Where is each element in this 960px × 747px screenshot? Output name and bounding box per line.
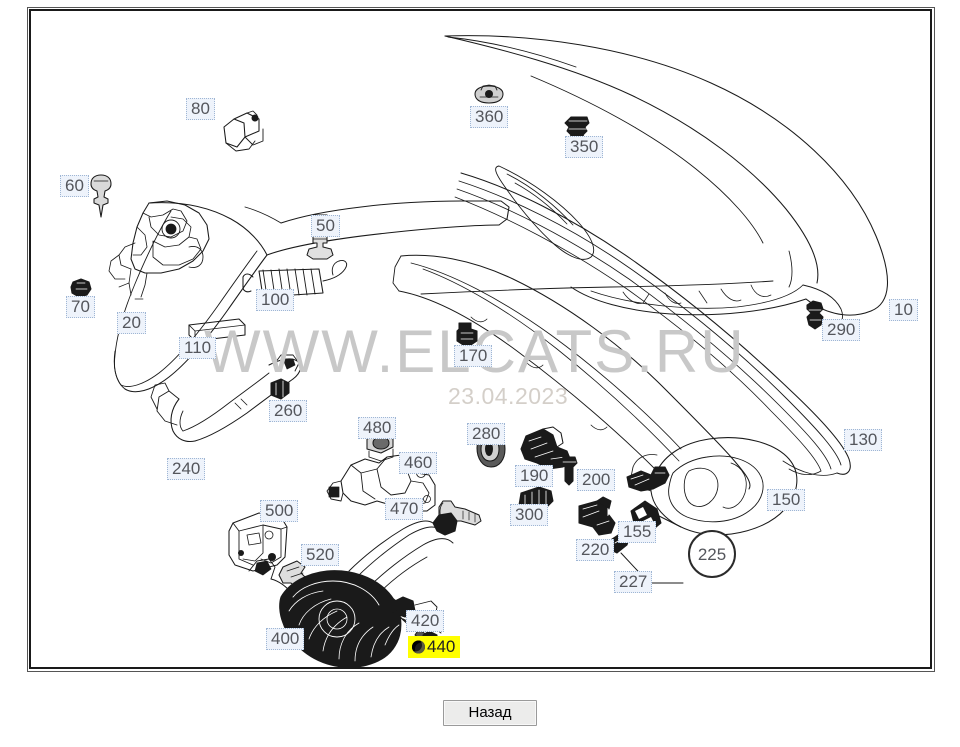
part-label-480[interactable]: 480 [358,417,397,439]
part-label-227[interactable]: 227 [614,571,653,593]
part-label-400[interactable]: 400 [266,628,305,650]
back-button[interactable]: Назад [443,700,537,726]
part-label-190[interactable]: 190 [515,465,554,487]
part-label-440-selected[interactable]: 440 [408,636,461,658]
part-label-155[interactable]: 155 [618,521,657,543]
part-label-170[interactable]: 170 [454,345,493,367]
part-label-260[interactable]: 260 [269,400,308,422]
part-label-150[interactable]: 150 [767,489,806,511]
part-label-80[interactable]: 80 [186,98,215,120]
part-label-500[interactable]: 500 [260,500,299,522]
part-label-360[interactable]: 360 [470,106,509,128]
part-label-220[interactable]: 220 [576,539,615,561]
part-label-225[interactable]: 225 [688,530,736,578]
part-label-10[interactable]: 10 [889,299,918,321]
part-label-110[interactable]: 110 [179,337,217,359]
part-label-290[interactable]: 290 [822,319,861,341]
part-label-460[interactable]: 460 [399,452,438,474]
part-label-350[interactable]: 350 [565,136,604,158]
part-label-200[interactable]: 200 [577,469,616,491]
part-label-100[interactable]: 100 [256,289,295,311]
part-label-240[interactable]: 240 [167,458,206,480]
part-label-520[interactable]: 520 [301,544,340,566]
part-label-280[interactable]: 280 [467,423,506,445]
part-label-70[interactable]: 70 [66,296,95,318]
part-label-470[interactable]: 470 [385,498,424,520]
part-label-300[interactable]: 300 [510,504,549,526]
part-label-20[interactable]: 20 [117,312,146,334]
part-label-50[interactable]: 50 [311,215,340,237]
part-label-130[interactable]: 130 [844,429,883,451]
page-footer: Назад [0,672,960,747]
part-label-60[interactable]: 60 [60,175,89,197]
diagram-canvas[interactable]: WWW.ELCATS.RU 23.04.2023 10 20 50 60 70 … [29,9,932,669]
part-label-420[interactable]: 420 [406,610,445,632]
